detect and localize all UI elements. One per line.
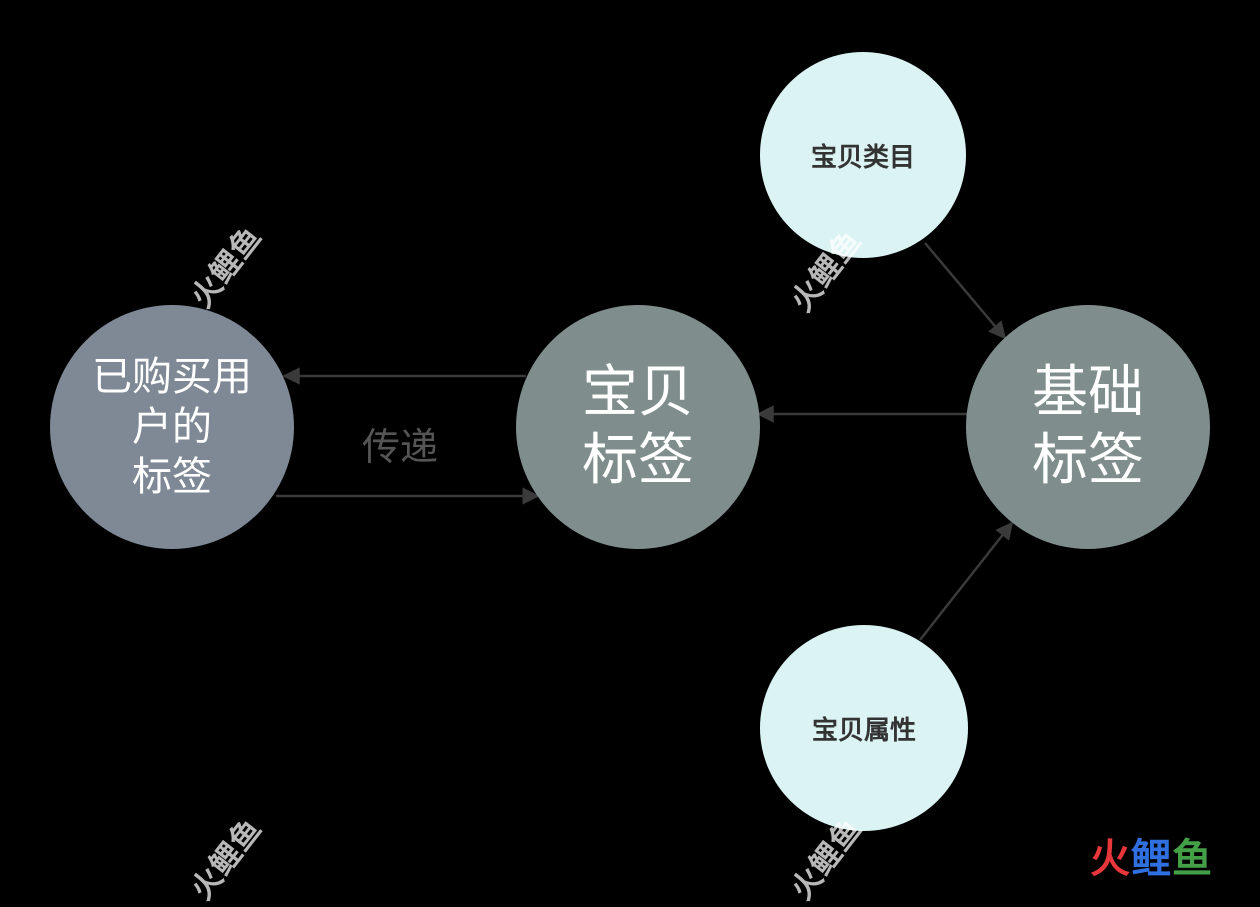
node-item-tags: 宝贝 标签 [516, 305, 760, 549]
edge-label-transfer: 传递 [362, 425, 439, 469]
logo-char-3: 鱼 [1172, 836, 1213, 882]
edge-attribute-to-base_tag [919, 521, 1014, 641]
brand-logo: 火 鲤 鱼 [1090, 833, 1213, 882]
node-item-attribute: 宝贝属性 [760, 625, 968, 831]
node-item-tags-label: 宝贝 标签 [582, 360, 694, 493]
diagram-canvas [276, 242, 1014, 641]
node-item-category-label: 宝贝类目 [810, 142, 915, 173]
node-item-attribute-label: 宝贝属性 [811, 715, 916, 746]
node-purchased-label: 已购买用 户的 标签 [92, 354, 252, 500]
logo-char-2: 鲤 [1131, 836, 1172, 882]
node-base-tags: 基础 标签 [966, 305, 1210, 549]
node-base-tags-label: 基础 标签 [1032, 360, 1144, 493]
logo-char-1: 火 [1090, 836, 1131, 882]
node-purchased-user-tags: 已购买用 户的 标签 [50, 305, 294, 549]
edges-layer [276, 242, 1014, 641]
node-item-category: 宝贝类目 [760, 52, 966, 258]
edge-category-to-base_tag [924, 242, 1007, 340]
